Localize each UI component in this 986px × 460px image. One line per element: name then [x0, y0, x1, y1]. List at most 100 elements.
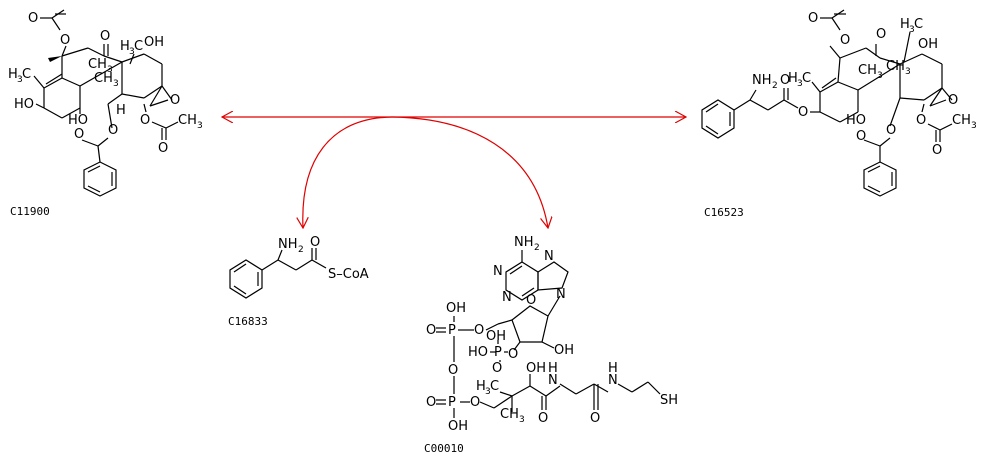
svg-text:O: O [158, 141, 168, 156]
svg-text:HO: HO [14, 97, 34, 112]
svg-text:O: O [840, 33, 850, 48]
svg-text:O: O [538, 411, 548, 426]
svg-text:2: 2 [534, 243, 540, 253]
svg-text:HO: HO [468, 345, 488, 360]
svg-text:O: O [140, 113, 150, 128]
svg-text:C: C [134, 39, 143, 54]
svg-text:O: O [590, 411, 600, 426]
svg-text:CH: CH [500, 407, 519, 422]
svg-text:O: O [856, 129, 866, 144]
benzoate-ring-2 [863, 161, 897, 197]
compound-id-c16833: C16833 [228, 315, 268, 328]
svg-text:OH: OH [918, 37, 938, 52]
svg-text:3: 3 [519, 415, 525, 425]
svg-text:O: O [492, 361, 502, 376]
svg-text:OH: OH [486, 329, 506, 344]
svg-text:C: C [490, 379, 499, 394]
svg-text:OH: OH [446, 301, 466, 316]
svg-text:OH: OH [448, 419, 468, 434]
svg-text:3: 3 [197, 121, 203, 131]
svg-text:3: 3 [971, 121, 977, 131]
svg-text:H: H [8, 67, 18, 82]
svg-text:O: O [426, 323, 436, 338]
svg-text:O: O [426, 395, 436, 410]
svg-text:3: 3 [909, 25, 915, 35]
compound-id-c00010: C00010 [424, 442, 464, 455]
svg-text:N: N [493, 264, 503, 279]
svg-text:N: N [548, 373, 558, 388]
svg-text:O: O [170, 93, 180, 108]
compound-id-c11900: C11900 [10, 205, 50, 218]
svg-text:O: O [948, 93, 958, 108]
phenyl-ring-c16833 [229, 259, 263, 299]
svg-text:S–CoA: S–CoA [328, 267, 369, 282]
svg-text:O: O [780, 73, 790, 88]
svg-text:H: H [900, 17, 910, 32]
benzoate-ring [83, 161, 117, 197]
svg-text:CH: CH [952, 113, 971, 128]
svg-text:O: O [108, 123, 118, 138]
svg-text:O: O [916, 113, 926, 128]
svg-text:OH: OH [144, 35, 164, 50]
svg-text:O: O [808, 11, 818, 26]
svg-text:CH: CH [88, 57, 107, 72]
svg-text:2: 2 [298, 245, 304, 255]
svg-text:O: O [474, 323, 484, 338]
svg-text:2: 2 [772, 81, 778, 91]
svg-text:O: O [876, 27, 886, 42]
svg-text:H: H [116, 103, 126, 118]
svg-text:O: O [932, 143, 942, 158]
svg-text:SH: SH [660, 393, 678, 408]
svg-text:C: C [802, 71, 811, 86]
svg-text:OH: OH [554, 343, 574, 358]
svg-text:3: 3 [905, 67, 911, 77]
svg-text:O: O [886, 123, 896, 138]
svg-text:N: N [502, 290, 512, 305]
svg-text:O: O [100, 29, 110, 44]
svg-text:O: O [310, 235, 320, 250]
svg-text:3: 3 [485, 387, 491, 397]
svg-text:O: O [74, 127, 84, 142]
svg-text:H: H [548, 361, 558, 376]
svg-text:NH: NH [278, 237, 298, 252]
svg-text:O: O [508, 347, 518, 362]
svg-text:O: O [798, 105, 808, 120]
svg-text:N: N [544, 249, 554, 264]
side-arrow-left [303, 116, 393, 228]
svg-text:NH: NH [752, 73, 772, 88]
svg-text:HO: HO [846, 113, 866, 128]
svg-text:P: P [448, 323, 456, 338]
svg-text:C: C [22, 67, 31, 82]
phenyl-ring-c16523 [701, 99, 735, 139]
svg-text:OH: OH [526, 361, 546, 376]
svg-text:P: P [448, 395, 456, 410]
svg-text:P: P [494, 345, 502, 360]
svg-text:O: O [448, 363, 458, 378]
svg-text:3: 3 [129, 47, 135, 57]
compound-id-c16523: C16523 [704, 206, 744, 219]
adenine-imidazole-ring [537, 261, 569, 291]
svg-text:H: H [120, 39, 130, 54]
svg-text:CH: CH [858, 63, 877, 78]
svg-text:O: O [526, 293, 536, 308]
svg-text:O: O [470, 395, 480, 410]
svg-text:CH: CH [178, 113, 197, 128]
svg-text:N: N [556, 287, 566, 302]
svg-text:3: 3 [107, 65, 113, 75]
svg-text:NH: NH [514, 235, 534, 250]
svg-text:C: C [914, 17, 923, 32]
ribose-ring [511, 305, 549, 343]
svg-text:H: H [476, 379, 486, 394]
svg-text:N: N [608, 373, 618, 388]
svg-text:H: H [608, 361, 618, 376]
svg-text:O: O [28, 11, 38, 26]
reaction-arrows [222, 117, 686, 228]
svg-text:3: 3 [797, 79, 803, 89]
svg-text:O: O [60, 33, 70, 48]
side-arrow-right [391, 116, 548, 228]
